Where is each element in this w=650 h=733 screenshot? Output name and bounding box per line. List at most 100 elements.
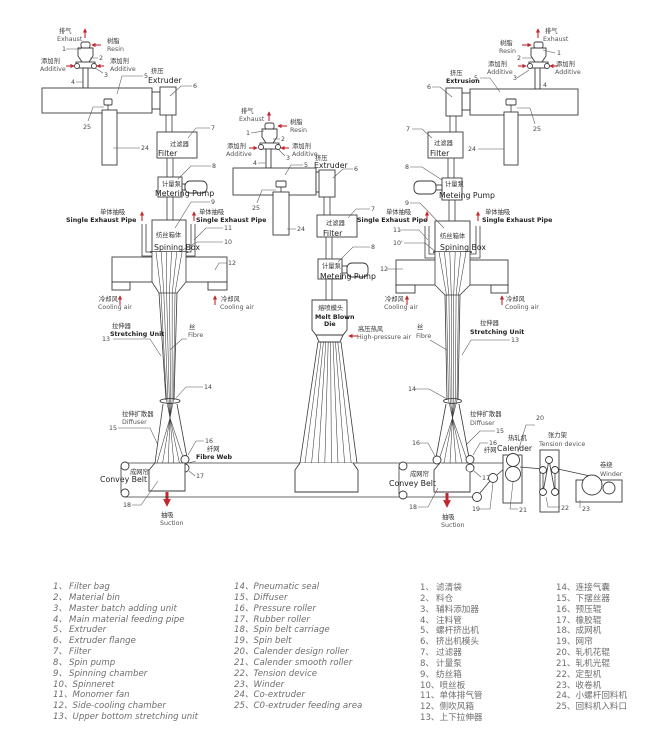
legend-item-number: 5、: [53, 625, 68, 636]
legend-item-text: Master batch adding unit: [69, 603, 177, 614]
legend-item-number: 15、: [556, 593, 576, 604]
filter-shape: [316, 214, 358, 238]
callout-12: 12: [228, 260, 236, 267]
filter-shape: [156, 131, 198, 159]
metering-pump-label-zh: 计量泵: [322, 261, 342, 270]
legend-item-number: 8、: [420, 658, 435, 669]
filter-shape: [427, 131, 464, 159]
legend-item: 20、Calender design roller: [234, 647, 362, 658]
exhaust-pipe-right-label: Single Exhaust Pipe: [482, 217, 552, 224]
extruder-shape: [232, 167, 317, 196]
fiber-bundle-right: [437, 251, 469, 464]
legend-item: 19、网帘: [556, 637, 627, 648]
legend-item: 8、计量泵: [420, 659, 483, 670]
legend-item-number: 3、: [420, 604, 435, 615]
callout-18: 18: [123, 502, 131, 509]
cooling-chamber-foot: [111, 281, 131, 291]
cooling-air-left-label-zh: 冷却风: [385, 294, 405, 303]
callout-6: 6: [193, 83, 197, 90]
legend-item-text: Spin belt: [253, 636, 292, 647]
legend-item: 23、收卷机: [556, 681, 627, 692]
convey-belt-label: Convey Belt: [100, 475, 147, 484]
die-label-line2: Die: [324, 321, 336, 328]
tension-roller-icon: [551, 466, 559, 474]
callout-1: 1: [557, 50, 561, 57]
fiber-line: [324, 341, 329, 464]
diffuser-wall: [176, 403, 189, 464]
callout-22: 22: [561, 505, 569, 512]
convey-belt-label: Convey Belt: [389, 479, 436, 488]
filter-label-zh: 过滤器: [326, 218, 346, 227]
diffuser-label-zh: 拉伸扩散器: [122, 409, 154, 418]
callout-24: 24: [468, 146, 476, 153]
spin-belt-roller-icon: [488, 473, 498, 483]
fiber-bundle-meltblown: [304, 341, 352, 464]
legend-item: 25、回料机入料口: [556, 702, 627, 713]
fiber-bundle-left: [155, 251, 186, 464]
callout-2: 2: [281, 136, 285, 143]
legend-item-number: 21、: [234, 657, 254, 668]
fiber-line: [443, 251, 453, 464]
legend-item: 12、Side-cooling chamber: [53, 701, 198, 712]
legend-item-number: 25、: [234, 701, 254, 712]
filter-bag-shape: [264, 122, 275, 130]
calender-smooth-roller-icon: [505, 466, 521, 482]
legend-item: 13、Upper bottom stretching unit: [53, 712, 198, 723]
legend-item: 18、Spin belt carriage: [234, 625, 362, 636]
additive-port: [258, 144, 264, 150]
callout-9: 9: [405, 200, 409, 207]
legend-item-text: Spin pump: [69, 657, 116, 668]
pump-motor-icon: [346, 262, 369, 278]
legend-item-number: 7、: [420, 648, 435, 659]
legend-item: 9、纺丝箱: [420, 670, 483, 681]
legend-item: 24、小螺杆回料机: [556, 691, 627, 702]
pump-motor-icon: [413, 180, 437, 195]
callout-11: 11: [224, 225, 232, 232]
legend-item-number: 13、: [420, 713, 440, 724]
diffuser-label: Diffuser: [470, 420, 495, 427]
legend-item-text: 挤出机模头: [436, 637, 479, 648]
legend-item-number: 16、: [234, 603, 254, 614]
legend-item: 5、Extruder: [53, 625, 198, 636]
legend-item-number: 12、: [53, 701, 73, 712]
legend-item-text: 上下拉伸器: [439, 713, 483, 724]
callout-5: 5: [144, 73, 148, 80]
legend-item-number: 23、: [556, 680, 576, 691]
legend-item-text: 纺丝箱: [436, 669, 462, 680]
legend-item: 14、连接气囊: [556, 583, 627, 594]
legend-item-number: 18、: [234, 625, 254, 636]
legend-item-text: 预压辊: [575, 604, 602, 615]
legend-item: 14、Pneumatic seal: [234, 582, 362, 593]
cooling-air-left-label: Cooling air: [98, 304, 132, 311]
tension-device-label: Tension device: [538, 441, 585, 448]
diffuser-wall: [154, 403, 164, 464]
legend-item-number: 14、: [556, 583, 576, 593]
additive-left-label: Additive: [40, 66, 66, 73]
legend-item: 18、成网机: [556, 626, 627, 637]
legend-item-number: 19、: [556, 637, 576, 648]
legend-item-number: 17、: [556, 615, 576, 626]
spin-belt-roller-icon: [472, 492, 482, 502]
fibre-label-zh: 丝: [417, 322, 423, 331]
legend-item: 10、喷丝板: [420, 681, 483, 692]
callout-16: 16: [205, 438, 213, 445]
legend-item-text: 料仓: [436, 593, 454, 604]
fibre-web-label-zh: 纤网: [484, 445, 497, 454]
legend-item-text: 橡胶辊: [575, 615, 602, 626]
extruder-label-zh: 挤压: [151, 66, 164, 75]
legend-item: 8、Spin pump: [53, 658, 198, 669]
suction-label: Suction: [160, 520, 184, 527]
exhaust-pipe-left-label-zh: 单体抽吸: [386, 207, 412, 216]
tension-roller-icon: [539, 488, 547, 496]
die-nozzle-shape: [315, 334, 344, 343]
metering-pump-label-zh: 计量泵: [162, 179, 182, 188]
legend-item-text: Calender design roller: [253, 647, 349, 658]
pump-shaft: [435, 184, 443, 191]
legend-item-text: 收卷机: [575, 680, 602, 691]
exhaust-pipe-right-label-zh: 单体抽吸: [199, 207, 225, 216]
legend-item-number: 10、: [420, 680, 440, 691]
extruder-shape: [469, 88, 579, 116]
callout-25: 25: [83, 124, 91, 131]
exhaust-label: Exhaust: [57, 36, 83, 43]
